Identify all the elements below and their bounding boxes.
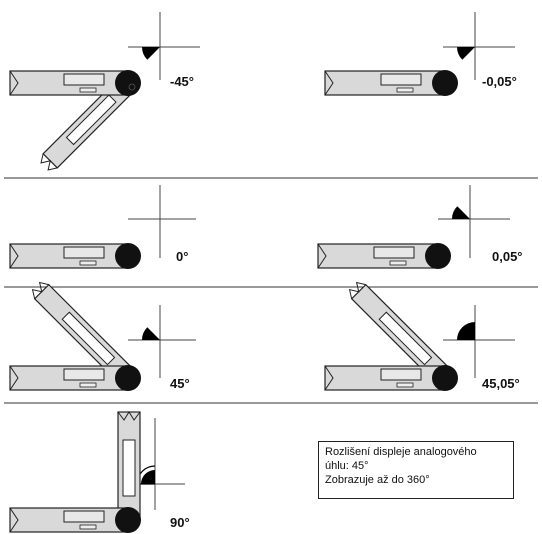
- crosshair: [443, 12, 515, 80]
- angle-label: -0,05°: [482, 74, 517, 89]
- crosshair: [128, 185, 196, 258]
- fixed-arm: [9, 365, 141, 391]
- lcd-display: [63, 510, 105, 523]
- panel-minus-45: -45°: [9, 12, 200, 171]
- angle-label: 0°: [176, 249, 188, 264]
- panel-90: 90°: [9, 411, 190, 533]
- crosshair: [128, 12, 200, 80]
- angle-indicator: [457, 322, 475, 340]
- panel-0-05: 0,05°: [317, 185, 523, 269]
- hinge: [115, 243, 141, 269]
- hinge: [432, 70, 458, 96]
- fixed-arm: [9, 243, 141, 269]
- lcd-display: [63, 246, 105, 259]
- fixed-arm: [317, 243, 451, 269]
- info-line-resolution-value: úhlu: 45°: [325, 460, 369, 472]
- info-line-resolution: Rozlišení displeje analogového: [325, 446, 477, 458]
- panel-minus-0-05: -0,05°: [324, 12, 517, 96]
- hinge: [432, 365, 458, 391]
- lcd-display: [373, 246, 415, 259]
- lcd-display: [380, 73, 422, 86]
- angle-label: 90°: [170, 515, 190, 530]
- angle-indicator: [452, 206, 470, 219]
- hinge: [115, 365, 141, 391]
- panel-45: 45°: [9, 281, 196, 391]
- info-line-range: Zobrazuje až do 360°: [325, 474, 430, 486]
- crosshair: [438, 185, 510, 258]
- fixed-arm: [9, 70, 141, 96]
- lcd-display: [380, 368, 422, 381]
- fixed-arm: [9, 507, 141, 533]
- angle-label: -45°: [170, 74, 194, 89]
- vertical-arm: [117, 411, 141, 521]
- angle-indicator: [457, 47, 475, 60]
- panel-45-05: 45,05°: [324, 281, 520, 391]
- crosshair: [443, 305, 515, 378]
- rotated-arm: [40, 75, 136, 171]
- hinge: [425, 243, 451, 269]
- info-box: Rozlišení displeje analogového úhlu: 45°…: [318, 441, 514, 499]
- angle-indicator: [142, 47, 160, 60]
- angle-label: 0,05°: [492, 249, 523, 264]
- hinge: [115, 507, 141, 533]
- panel-0: 0°: [9, 185, 196, 269]
- crosshair: [128, 305, 196, 378]
- angle-indicator: [141, 470, 155, 484]
- fixed-arm: [324, 70, 458, 96]
- angle-label: 45°: [170, 376, 190, 391]
- lcd-display: [63, 368, 105, 381]
- fixed-arm: [324, 365, 458, 391]
- hinge: [115, 70, 141, 96]
- lcd-display: [63, 73, 105, 86]
- angle-label: 45,05°: [482, 376, 520, 391]
- angle-indicator: [142, 327, 160, 340]
